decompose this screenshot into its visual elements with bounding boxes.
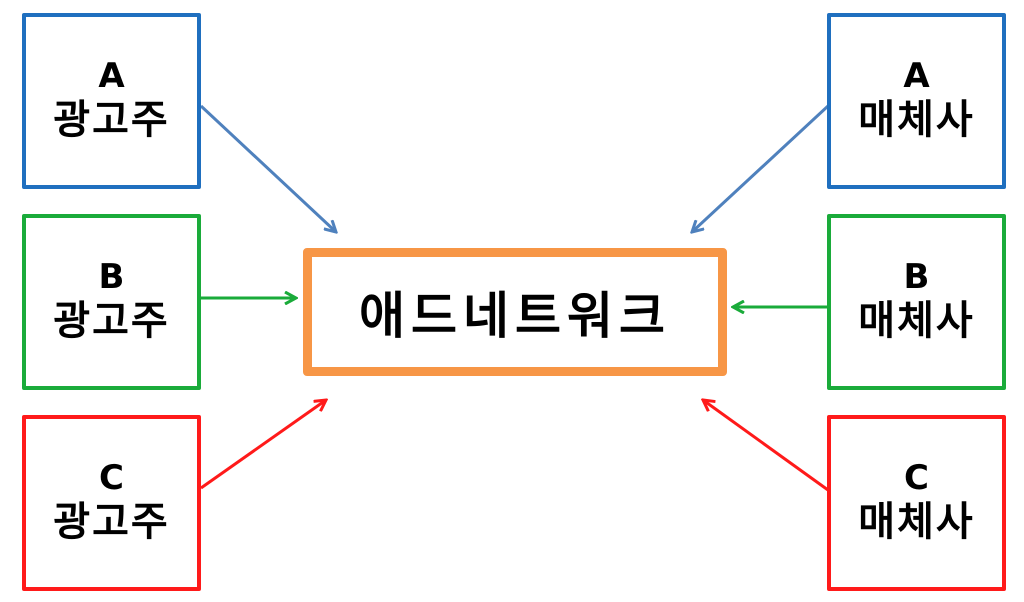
advertiser-a-label: 광고주 bbox=[53, 96, 170, 143]
advertiser-b-label: 광고주 bbox=[53, 297, 170, 344]
publisher-c-box: C 매체사 bbox=[827, 415, 1006, 591]
ad-network-box: 애드네트워크 bbox=[303, 248, 727, 376]
advertiser-c-letter: C bbox=[99, 458, 124, 499]
arrow-publisher-a bbox=[692, 104, 830, 232]
advertiser-c-box: C 광고주 bbox=[22, 415, 201, 591]
publisher-c-label: 매체사 bbox=[858, 498, 975, 545]
publisher-b-box: B 매체사 bbox=[827, 214, 1006, 390]
advertiser-b-letter: B bbox=[98, 257, 125, 298]
advertiser-b-box: B 광고주 bbox=[22, 214, 201, 390]
publisher-b-label: 매체사 bbox=[858, 297, 975, 344]
publisher-b-letter: B bbox=[903, 257, 930, 298]
advertiser-a-letter: A bbox=[98, 56, 125, 97]
advertiser-a-box: A 광고주 bbox=[22, 13, 201, 189]
arrow-advertiser-c bbox=[200, 400, 326, 490]
ad-network-label: 애드네트워크 bbox=[359, 287, 671, 345]
arrow-publisher-c bbox=[703, 400, 829, 492]
publisher-a-label: 매체사 bbox=[858, 96, 975, 143]
arrow-advertiser-a bbox=[199, 104, 336, 232]
advertiser-c-label: 광고주 bbox=[53, 498, 170, 545]
publisher-a-letter: A bbox=[903, 56, 930, 97]
publisher-a-box: A 매체사 bbox=[827, 13, 1006, 189]
publisher-c-letter: C bbox=[904, 458, 929, 499]
